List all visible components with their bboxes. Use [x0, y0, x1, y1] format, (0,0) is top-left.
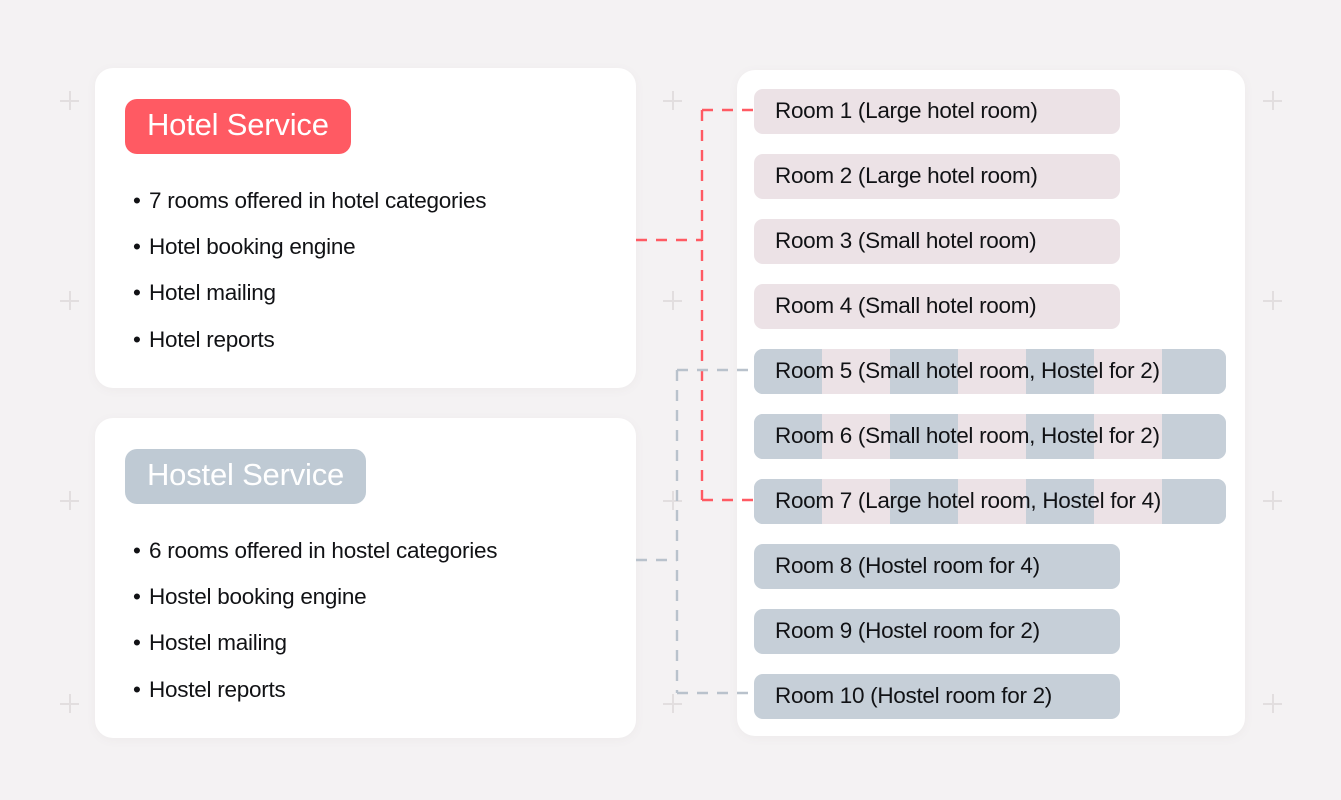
- bullet-glyph: •: [133, 326, 141, 352]
- list-item: • Hostel mailing: [133, 630, 613, 655]
- room-row-2[interactable]: Room 2 (Large hotel room): [754, 154, 1120, 199]
- feature-label: Hotel reports: [149, 326, 275, 352]
- shared-room-stripes: [754, 349, 1226, 394]
- room-row-3[interactable]: Room 3 (Small hotel room): [754, 219, 1120, 264]
- room-row-4[interactable]: Room 4 (Small hotel room): [754, 284, 1120, 329]
- plus-mark-icon: [60, 91, 79, 110]
- plus-mark-icon: [60, 291, 79, 310]
- plus-mark-icon: [1263, 491, 1282, 510]
- shared-room-stripes: [754, 414, 1226, 459]
- plus-mark-icon: [663, 91, 682, 110]
- list-item: • 7 rooms offered in hotel categories: [133, 188, 613, 213]
- room-label: Room 9 (Hostel room for 2): [775, 618, 1040, 644]
- bullet-glyph: •: [133, 538, 141, 563]
- list-item: • Hotel booking engine: [133, 234, 613, 259]
- room-row-10[interactable]: Room 10 (Hostel room for 2): [754, 674, 1120, 719]
- list-item: • Hotel mailing: [133, 280, 613, 305]
- plus-mark-icon: [1263, 91, 1282, 110]
- bullet-glyph: •: [133, 280, 141, 306]
- room-row-1[interactable]: Room 1 (Large hotel room): [754, 89, 1120, 134]
- bullet-glyph: •: [133, 584, 141, 610]
- room-label: Room 8 (Hostel room for 4): [775, 553, 1040, 579]
- room-row-9[interactable]: Room 9 (Hostel room for 2): [754, 609, 1120, 654]
- hostel-feature-list: • 6 rooms offered in hostel categories • H…: [133, 538, 613, 723]
- room-row-5[interactable]: Room 5 (Small hotel room, Hostel for 2): [754, 349, 1226, 394]
- feature-label: Hostel booking engine: [149, 584, 367, 610]
- rooms-panel: Room 1 (Large hotel room) Room 2 (Large h…: [737, 70, 1245, 736]
- hostel-service-card[interactable]: Hostel Service • 6 rooms offered in hoste…: [95, 418, 636, 738]
- room-label: Room 1 (Large hotel room): [775, 98, 1038, 124]
- list-item: • Hostel booking engine: [133, 584, 613, 609]
- list-item: • Hotel reports: [133, 327, 613, 352]
- room-label: Room 6 (Small hotel room, Hostel for 2): [775, 423, 1160, 449]
- feature-label: Hostel mailing: [149, 630, 287, 656]
- plus-mark-icon: [60, 491, 79, 510]
- plus-mark-icon: [663, 694, 682, 713]
- room-row-6[interactable]: Room 6 (Small hotel room, Hostel for 2): [754, 414, 1226, 459]
- room-row-7[interactable]: Room 7 (Large hotel room, Hostel for 4): [754, 479, 1226, 524]
- room-label: Room 4 (Small hotel room): [775, 293, 1037, 319]
- room-label: Room 10 (Hostel room for 2): [775, 683, 1052, 709]
- bullet-glyph: •: [133, 630, 141, 656]
- plus-mark-icon: [663, 491, 682, 510]
- feature-label: Hostel reports: [149, 676, 286, 702]
- room-label: Room 7 (Large hotel room, Hostel for 4): [775, 488, 1161, 514]
- plus-mark-icon: [60, 694, 79, 713]
- hotel-feature-list: • 7 rooms offered in hotel categories • Ho…: [133, 188, 613, 373]
- list-item: • 6 rooms offered in hostel categories: [133, 538, 613, 563]
- shared-room-stripes: [754, 479, 1226, 524]
- bullet-glyph: •: [133, 234, 141, 260]
- plus-mark-icon: [663, 291, 682, 310]
- feature-label: Hotel booking engine: [149, 234, 356, 260]
- room-label: Room 5 (Small hotel room, Hostel for 2): [775, 358, 1160, 384]
- feature-label: 6 rooms offered in hostel categories: [149, 538, 498, 563]
- list-item: • Hostel reports: [133, 677, 613, 702]
- bullet-glyph: •: [133, 188, 141, 213]
- plus-mark-icon: [1263, 694, 1282, 713]
- room-label: Room 2 (Large hotel room): [775, 163, 1038, 189]
- plus-mark-icon: [1263, 291, 1282, 310]
- feature-label: 7 rooms offered in hotel categories: [149, 188, 487, 213]
- room-label: Room 3 (Small hotel room): [775, 228, 1037, 254]
- hotel-service-card[interactable]: Hotel Service • 7 rooms offered in hotel …: [95, 68, 636, 388]
- bullet-glyph: •: [133, 676, 141, 702]
- hostel-service-title: Hostel Service: [125, 449, 367, 505]
- room-row-8[interactable]: Room 8 (Hostel room for 4): [754, 544, 1120, 589]
- hotel-service-title: Hotel Service: [125, 99, 351, 155]
- feature-label: Hotel mailing: [149, 280, 276, 306]
